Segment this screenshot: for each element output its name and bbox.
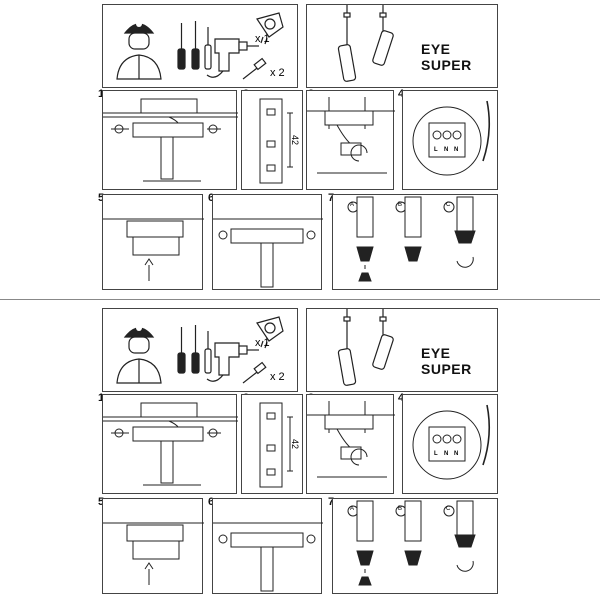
- product-illustration: [337, 5, 394, 82]
- step-number: 5: [98, 496, 104, 508]
- step-number: 5: [98, 192, 104, 204]
- page-divider: [0, 299, 600, 300]
- step-6-illustration: [213, 522, 323, 592]
- instruction-sheet-top: x 1 x 2 EYE SUPER 1: [0, 0, 600, 300]
- product-name: EYE SUPER: [421, 41, 472, 73]
- step-1-illustration: [103, 98, 238, 182]
- product-illustration: [337, 309, 394, 386]
- tools-illustration: [116, 12, 284, 80]
- screws-quantity: x 1: [255, 33, 270, 45]
- step-5-panel: [102, 194, 204, 290]
- step-4-illustration: [412, 100, 491, 176]
- product-panel: EYE SUPER: [306, 308, 498, 392]
- instruction-sheet-bottom: x 1 x 2 EYE SUPER 1: [0, 304, 600, 604]
- step-6-panel: [212, 498, 323, 594]
- screwdriver-icon: [177, 21, 212, 70]
- terminal-label-n: N: [444, 147, 449, 153]
- drill-icon: [206, 38, 259, 78]
- step-2-illustration: [259, 402, 293, 488]
- step-6-panel: [212, 194, 323, 290]
- product-panel: EYE SUPER: [306, 4, 498, 88]
- step-7-illustration: [347, 196, 476, 282]
- step-3-panel: [306, 394, 395, 494]
- step-1-illustration: [103, 402, 238, 486]
- worker-icon: [116, 325, 162, 384]
- step-number: 6: [208, 192, 214, 204]
- variant-b-label: B: [398, 506, 403, 512]
- step-4-panel: L N N: [402, 394, 498, 494]
- drill-icon: [206, 342, 259, 382]
- worker-icon: [116, 21, 162, 80]
- tools-illustration: [116, 316, 284, 384]
- mounting-hole-spacing: 42: [290, 135, 300, 146]
- step-4-panel: L N N: [402, 90, 498, 190]
- anchors-quantity: x 2: [270, 371, 285, 383]
- variant-a-label: A: [350, 506, 355, 512]
- gu10-bulb-icon: [256, 12, 284, 45]
- screwdriver-icon: [177, 325, 212, 374]
- step-number: 1: [98, 392, 104, 404]
- step-5-panel: [102, 498, 204, 594]
- tools-panel: x 1 x 2: [102, 4, 298, 88]
- step-number: 1: [98, 88, 104, 100]
- terminal-label-n: N: [444, 451, 449, 457]
- gu10-bulb-icon: [256, 316, 284, 349]
- screw-anchor-icon: [242, 361, 267, 384]
- product-name: EYE SUPER: [421, 345, 472, 377]
- step-6-illustration: [213, 218, 323, 288]
- step-1-panel: [102, 90, 238, 190]
- step-2-panel: 42: [241, 394, 303, 494]
- variant-c-label: C: [446, 506, 451, 512]
- variant-a-label: A: [350, 202, 355, 208]
- step-4-illustration: [412, 404, 491, 480]
- step-5-illustration: [103, 522, 204, 585]
- step-5-illustration: [103, 218, 204, 281]
- step-2-panel: 42: [241, 90, 303, 190]
- step-3-panel: [306, 90, 395, 190]
- terminal-label-n: N: [454, 451, 459, 457]
- variant-b-label: B: [398, 202, 403, 208]
- step-3-illustration: [307, 401, 395, 478]
- step-number: 7: [328, 496, 334, 508]
- step-number: 4: [398, 88, 404, 100]
- terminal-label-n: N: [454, 147, 459, 153]
- step-7-panel: A B C: [332, 194, 498, 290]
- screws-quantity: x 1: [255, 337, 270, 349]
- tools-panel: x 1 x 2: [102, 308, 298, 392]
- step-number: 6: [208, 496, 214, 508]
- anchors-quantity: x 2: [270, 67, 285, 79]
- variant-c-label: C: [446, 202, 451, 208]
- step-number: 4: [398, 392, 404, 404]
- step-1-panel: [102, 394, 238, 494]
- step-7-illustration: [347, 500, 476, 586]
- step-3-illustration: [307, 97, 395, 174]
- terminal-label-l: L: [434, 451, 438, 457]
- screw-anchor-icon: [242, 57, 267, 80]
- step-number: 7: [328, 192, 334, 204]
- mounting-hole-spacing: 42: [290, 439, 300, 450]
- terminal-label-l: L: [434, 147, 438, 153]
- step-2-illustration: [259, 98, 293, 184]
- step-7-panel: A B C: [332, 498, 498, 594]
